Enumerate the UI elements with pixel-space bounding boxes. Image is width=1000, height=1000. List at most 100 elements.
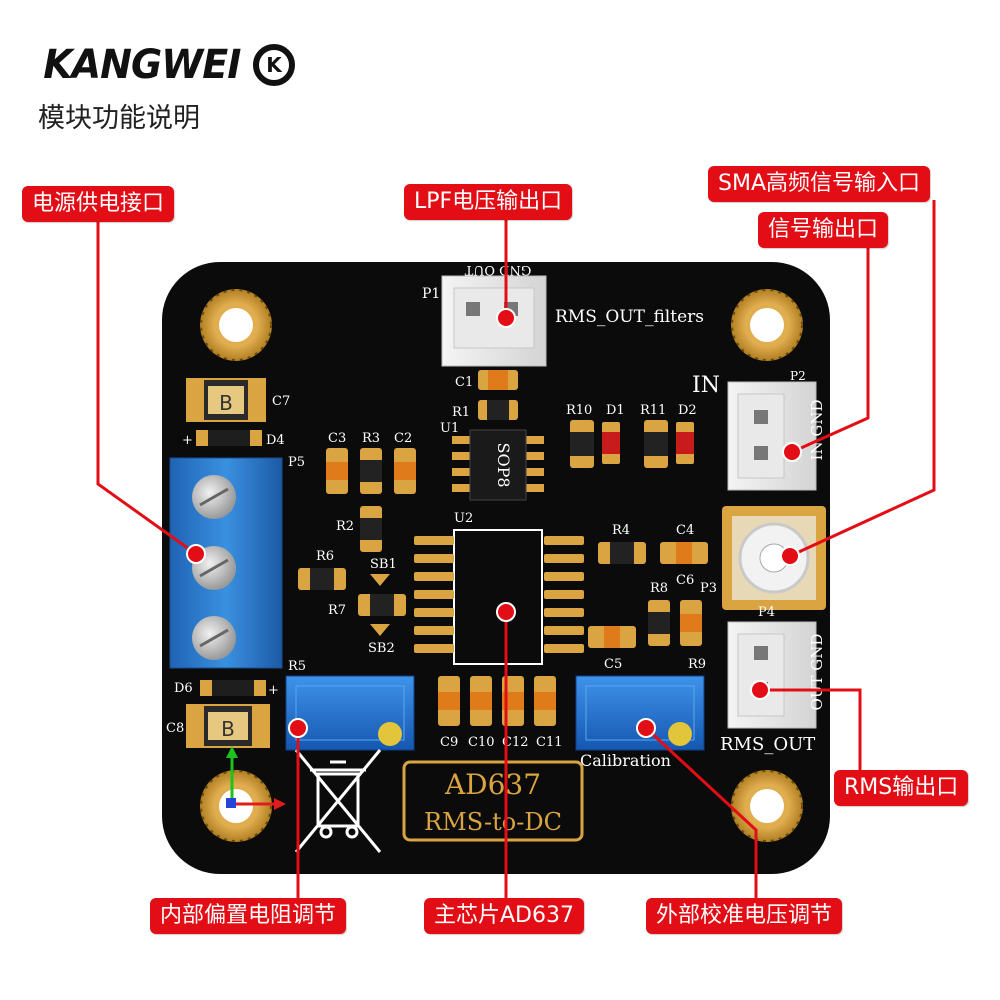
u2-pin-pad [414,590,454,599]
silk-r8: R8 [650,581,668,596]
calibration-potentiometer [575,675,705,751]
silk-c7-b: B [219,391,233,415]
u2-pin-pad [544,626,584,635]
u2-pin-pad [544,554,584,563]
leader-calib [644,726,758,900]
c8-capacitor [186,704,270,748]
callout-rms-out: RMS输出口 [834,770,969,806]
silk-d6: D6 [174,681,193,696]
silk-c3: C3 [328,431,346,446]
callout-power: 电源供电接口 [22,186,175,222]
silk-p1-pins: GND OUT [464,262,531,277]
p4-connector [727,621,817,729]
u2-pin-pad [544,572,584,581]
silk-d4: D4 [266,433,285,448]
silk-p4-pins: OUT GND [808,634,826,711]
mounting-hole-tl [200,289,272,361]
r3-resistor [360,448,382,494]
callout-chip: 主芯片AD637 [424,898,584,934]
p2-connector [727,381,817,491]
silk-c11: C11 [536,735,563,750]
leader-sma [789,200,936,558]
silk-u1: U1 [440,421,459,436]
silk-r2: R2 [336,519,354,534]
silk-c8: C8 [166,721,184,736]
silk-r1: R1 [452,405,470,420]
silk-c2: C2 [394,431,412,446]
silk-c6: C6 [676,573,694,588]
silk-r9: R9 [688,657,706,672]
silk-r6: R6 [316,549,334,564]
c5-capacitor [588,626,636,648]
silk-u2: U2 [454,511,473,526]
callout-leaders [96,200,936,900]
leader-power [96,222,197,556]
d6-diode [200,680,266,696]
ad637-label-box [402,760,584,842]
c1-capacitor [478,370,518,390]
brand-name: KANGWEI [43,42,241,88]
d4-diode [196,430,262,446]
c2-capacitor [394,448,416,494]
callout-signal-out: 信号输出口 [758,212,889,248]
d1-led [602,422,620,464]
weee-bin-icon [294,749,382,853]
silk-r11: R11 [640,403,666,418]
u2-pin-pad [544,536,584,545]
silk-c7: C7 [272,394,290,409]
p5-terminal-block [169,457,283,669]
c4-capacitor [660,542,708,564]
c3-capacitor [326,448,348,494]
silk-sb1: SB1 [370,557,397,572]
silk-d1: D1 [606,403,625,418]
silk-c9: C9 [440,735,458,750]
d2-led [676,422,694,464]
callout-lpf: LPF电压输出口 [404,184,573,220]
r11-resistor [644,420,668,468]
silk-plus-d4: + [182,433,193,448]
brand: KANGWEI K [38,42,295,88]
u2-pin-pad [414,554,454,563]
callout-dots [186,308,802,738]
silk-rms-to-dc: RMS-to-DC [424,808,562,836]
mounting-hole-tr [731,289,803,361]
silk-p3: P3 [700,581,717,596]
p1-connector [441,275,547,367]
mounting-hole-br [731,770,803,842]
c11-capacitor [534,676,556,726]
c10-capacitor [470,676,492,726]
silk-p2-pins: IN GND [808,400,826,461]
r1-resistor [478,400,518,420]
c7-capacitor [186,378,266,422]
silk-c10: C10 [468,735,495,750]
u2-pin-pad [544,608,584,617]
silk-c4: C4 [676,523,694,538]
r2-resistor [360,506,382,552]
silk-d2: D2 [678,403,697,418]
leader-signal [791,240,870,454]
u2-pin-pad [414,572,454,581]
silk-ad637: AD637 [444,768,541,801]
page-subtitle: 模块功能说明 [38,103,200,134]
c6-capacitor [680,600,702,646]
u2-pin-pad [414,608,454,617]
u1-sop8-chip [452,429,544,501]
origin-axis-icon [226,746,286,810]
silk-u1-label: SOP8 [494,442,513,487]
sb2-jumper [370,624,390,636]
silk-p1: P1 [422,286,440,302]
silk-r4: R4 [612,523,630,538]
silk-sb2: SB2 [368,641,395,656]
silk-rms-filters: RMS_OUT_filters [555,307,704,327]
sb1-jumper [370,574,390,586]
silk-r7: R7 [328,603,346,618]
callout-sma-input: SMA高频信号输入口 [708,166,930,202]
u2-pins [414,536,584,653]
silk-r3: R3 [362,431,380,446]
u2-pin-pad [414,536,454,545]
silk-c1: C1 [455,375,473,390]
u2-pin-pad [544,590,584,599]
r6-resistor [298,568,346,590]
brand-logo-icon: K [252,44,295,86]
silk-c5: C5 [604,657,622,672]
